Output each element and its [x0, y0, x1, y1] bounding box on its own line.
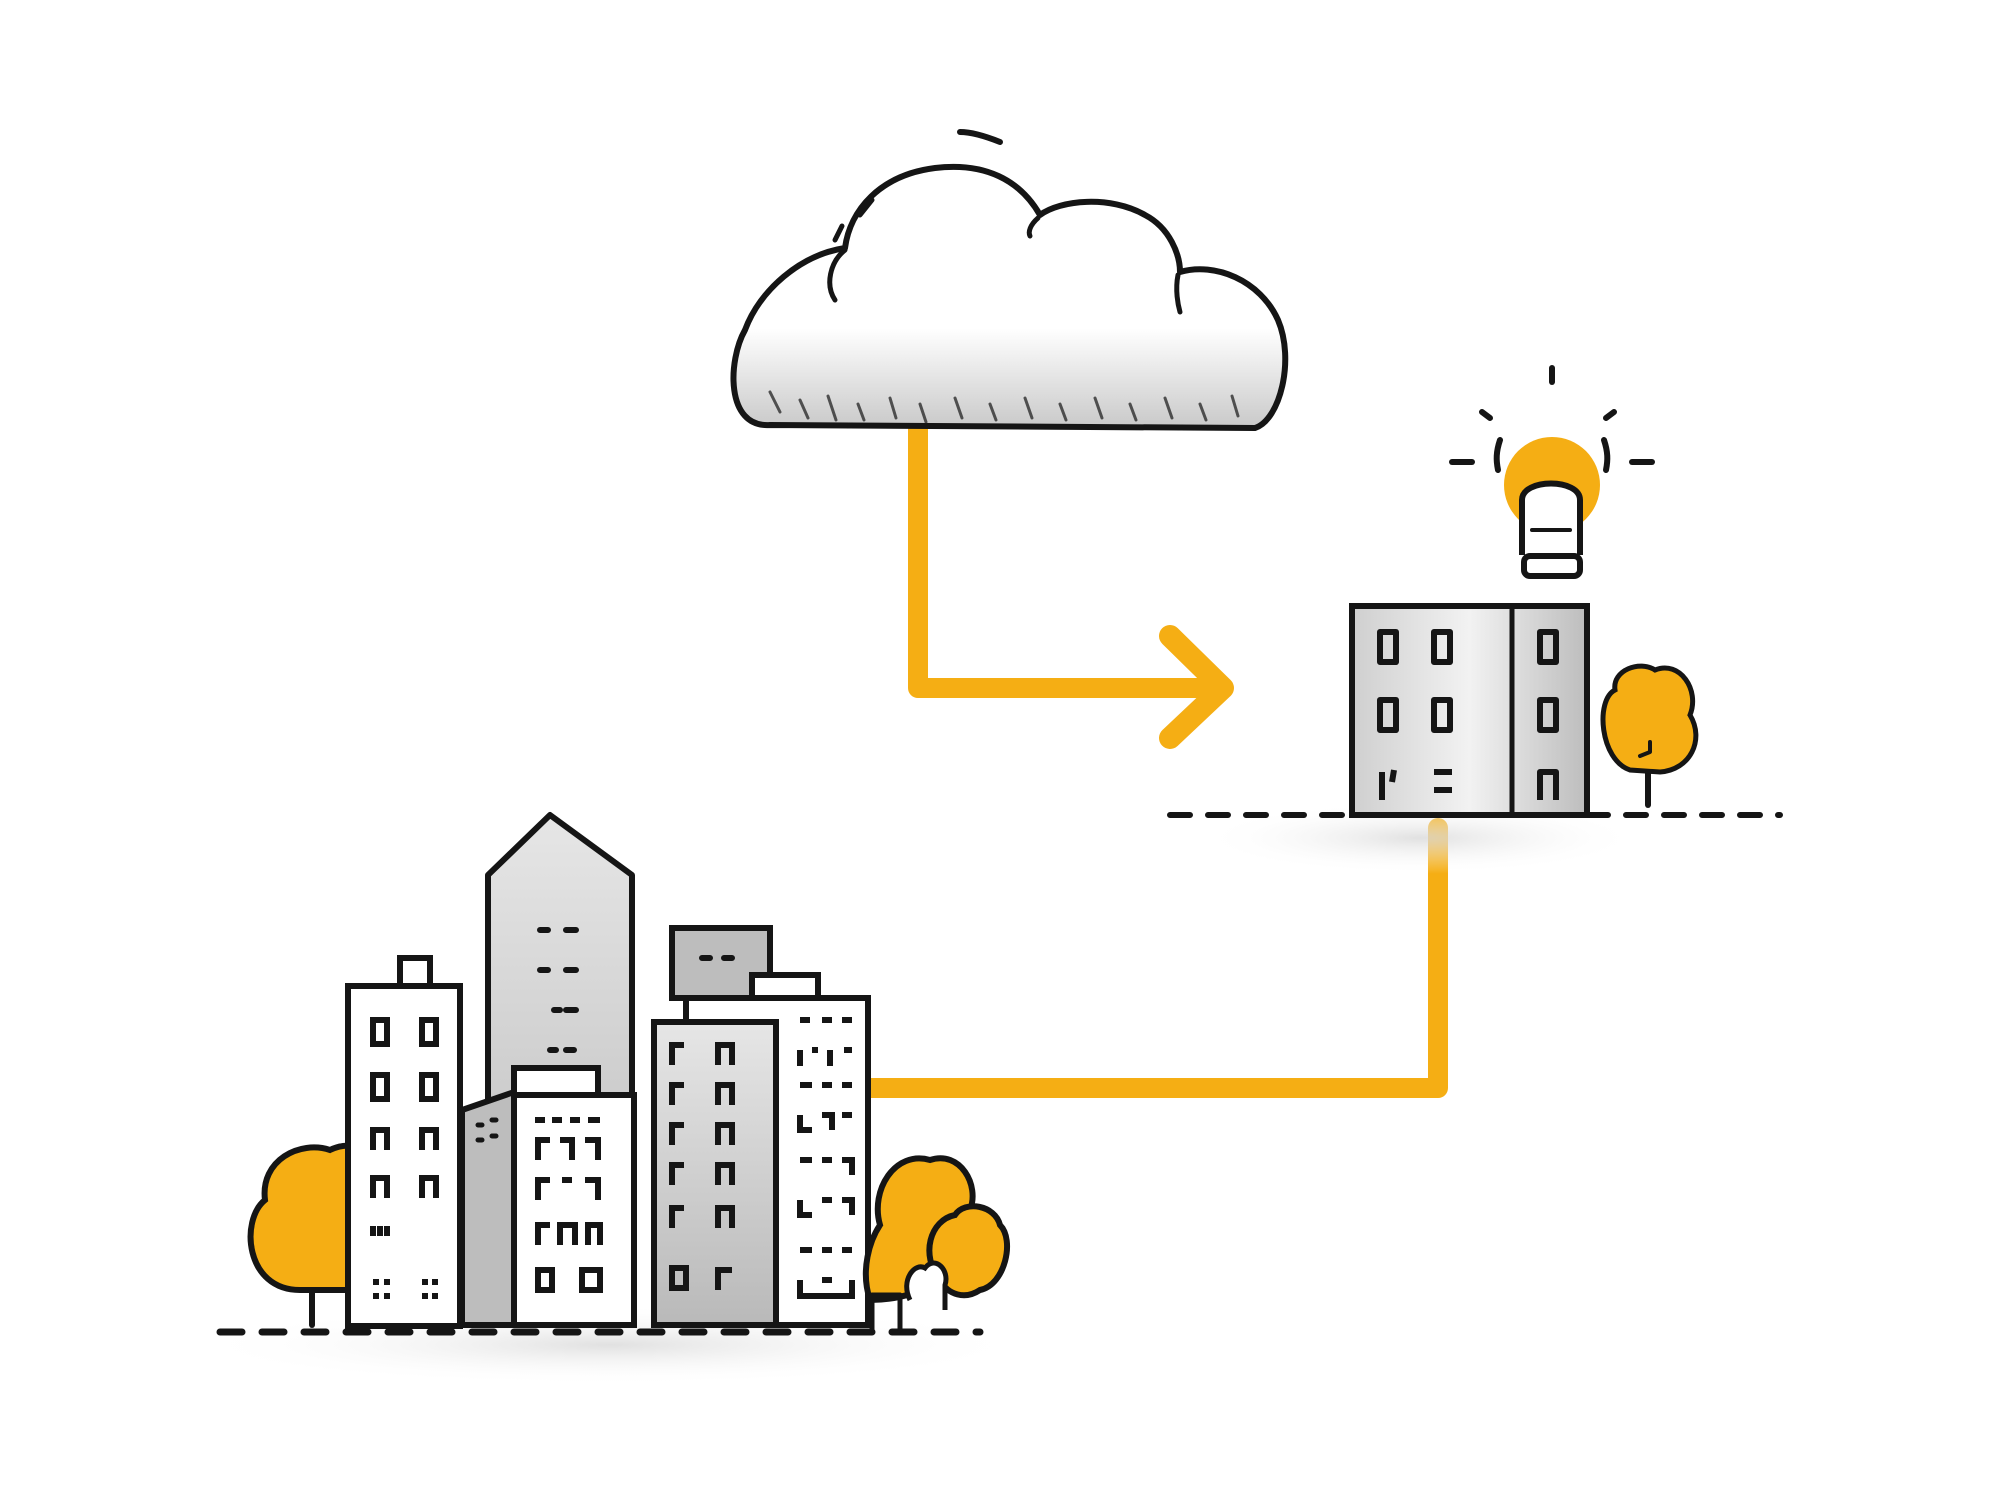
building-right-icon [651, 925, 871, 1328]
lightbulb-icon [1449, 365, 1655, 579]
connector-city-to-building [858, 818, 1448, 1098]
arrowhead-icon [1159, 625, 1234, 749]
building-icon [1349, 603, 1590, 818]
tree-icon [1600, 663, 1699, 808]
cloud-icon [730, 129, 1289, 431]
building-middle-icon [511, 1065, 637, 1328]
city-skyline-icon [190, 812, 1030, 1385]
building-left-icon [345, 955, 463, 1329]
small-building-node [1167, 365, 1783, 874]
connector-cloud-to-building [908, 408, 1234, 749]
tree-right-icon [862, 1155, 1011, 1333]
